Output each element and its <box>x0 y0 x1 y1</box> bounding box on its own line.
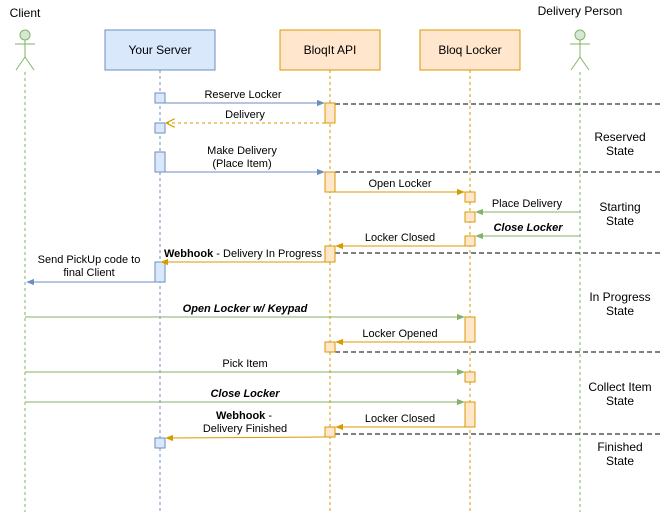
svg-text:Pick Item: Pick Item <box>222 358 267 370</box>
api-label: BloqIt API <box>304 43 357 57</box>
svg-text:Send PickUp code to: Send PickUp code to <box>38 254 141 266</box>
message-close-locker-client: Close Locker <box>25 388 465 406</box>
client-label: Client <box>10 6 41 20</box>
svg-text:Collect Item: Collect Item <box>588 380 651 394</box>
svg-text:Locker Opened: Locker Opened <box>362 328 437 340</box>
activation-box <box>154 122 166 134</box>
svg-text:State: State <box>606 144 634 158</box>
message-close-locker-delivery: Close Locker <box>475 222 580 240</box>
svg-text:Make Delivery: Make Delivery <box>207 145 277 157</box>
activation-box <box>464 371 476 383</box>
client-actor-icon <box>15 29 35 71</box>
svg-text:In Progress: In Progress <box>589 290 650 304</box>
locker-label: Bloq Locker <box>438 43 501 57</box>
message-place-delivery: Place Delivery <box>475 198 580 216</box>
activation-box <box>324 341 336 353</box>
message-delivery-return: Delivery <box>167 109 325 123</box>
message-locker-closed-1: Locker Closed <box>335 232 465 250</box>
activation-box <box>324 171 336 193</box>
svg-text:Place Delivery: Place Delivery <box>492 198 563 210</box>
delivery-person-actor-icon <box>570 29 590 71</box>
activation-box <box>154 261 166 283</box>
svg-text:Reserve Locker: Reserve Locker <box>204 89 281 101</box>
activation-box <box>464 316 476 343</box>
activation-box <box>324 102 336 124</box>
state-label-in-progress: In Progress State <box>589 290 650 318</box>
svg-text:State: State <box>606 454 634 468</box>
svg-text:Open Locker w/ Keypad: Open Locker w/ Keypad <box>183 303 308 315</box>
message-open-locker: Open Locker <box>335 178 465 196</box>
state-label-finished: Finished State <box>597 440 642 468</box>
svg-text:State: State <box>606 214 634 228</box>
server-label: Your Server <box>129 43 192 57</box>
svg-text:Reserved: Reserved <box>594 130 645 144</box>
svg-text:Delivery Finished: Delivery Finished <box>203 423 287 435</box>
svg-text:Delivery: Delivery <box>225 109 265 121</box>
activation-box <box>154 92 166 104</box>
message-send-pickup-code: Send PickUp code to final Client <box>26 254 165 286</box>
state-label-collect-item: Collect Item State <box>588 380 651 408</box>
activation-box <box>154 151 166 173</box>
svg-text:State: State <box>606 304 634 318</box>
locker-box <box>419 29 521 71</box>
message-locker-closed-2: Locker Closed <box>335 413 465 431</box>
server-box <box>104 29 216 71</box>
svg-text:Finished: Finished <box>597 440 642 454</box>
activation-box <box>464 191 476 203</box>
svg-text:Locker Closed: Locker Closed <box>365 232 435 244</box>
message-make-delivery: Make Delivery (Place Item) <box>165 145 325 176</box>
state-label-reserved: Reserved State <box>594 130 645 158</box>
activation-box <box>464 235 476 247</box>
message-webhook-in-progress: Webhook - Delivery In Progress <box>160 248 325 266</box>
api-box <box>279 29 381 71</box>
activation-box <box>154 437 166 449</box>
activation-box <box>324 245 336 263</box>
activation-box <box>324 426 336 438</box>
svg-text:Close Locker: Close Locker <box>493 222 563 234</box>
svg-text:Locker Closed: Locker Closed <box>365 413 435 425</box>
message-pick-item: Pick Item <box>25 358 465 376</box>
svg-text:Close Locker: Close Locker <box>210 388 280 400</box>
svg-text:Open Locker: Open Locker <box>369 178 432 190</box>
activation-boxes <box>154 92 476 449</box>
state-label-starting: Starting State <box>599 200 640 228</box>
message-locker-opened: Locker Opened <box>335 328 465 346</box>
svg-text:Starting: Starting <box>599 200 640 214</box>
activation-box <box>464 211 476 223</box>
svg-text:Webhook - Delivery In Progress: Webhook - Delivery In Progress <box>164 248 323 260</box>
message-reserve-locker: Reserve Locker <box>165 89 325 107</box>
svg-text:State: State <box>606 394 634 408</box>
svg-text:Webhook -: Webhook - <box>216 410 272 422</box>
delivery-person-label: Delivery Person <box>538 4 623 18</box>
svg-text:(Place Item): (Place Item) <box>212 158 271 170</box>
activation-box <box>464 401 476 428</box>
message-open-locker-keypad: Open Locker w/ Keypad <box>25 303 465 321</box>
message-webhook-finished: Webhook - Delivery Finished <box>165 410 326 442</box>
svg-text:final Client: final Client <box>63 267 114 279</box>
